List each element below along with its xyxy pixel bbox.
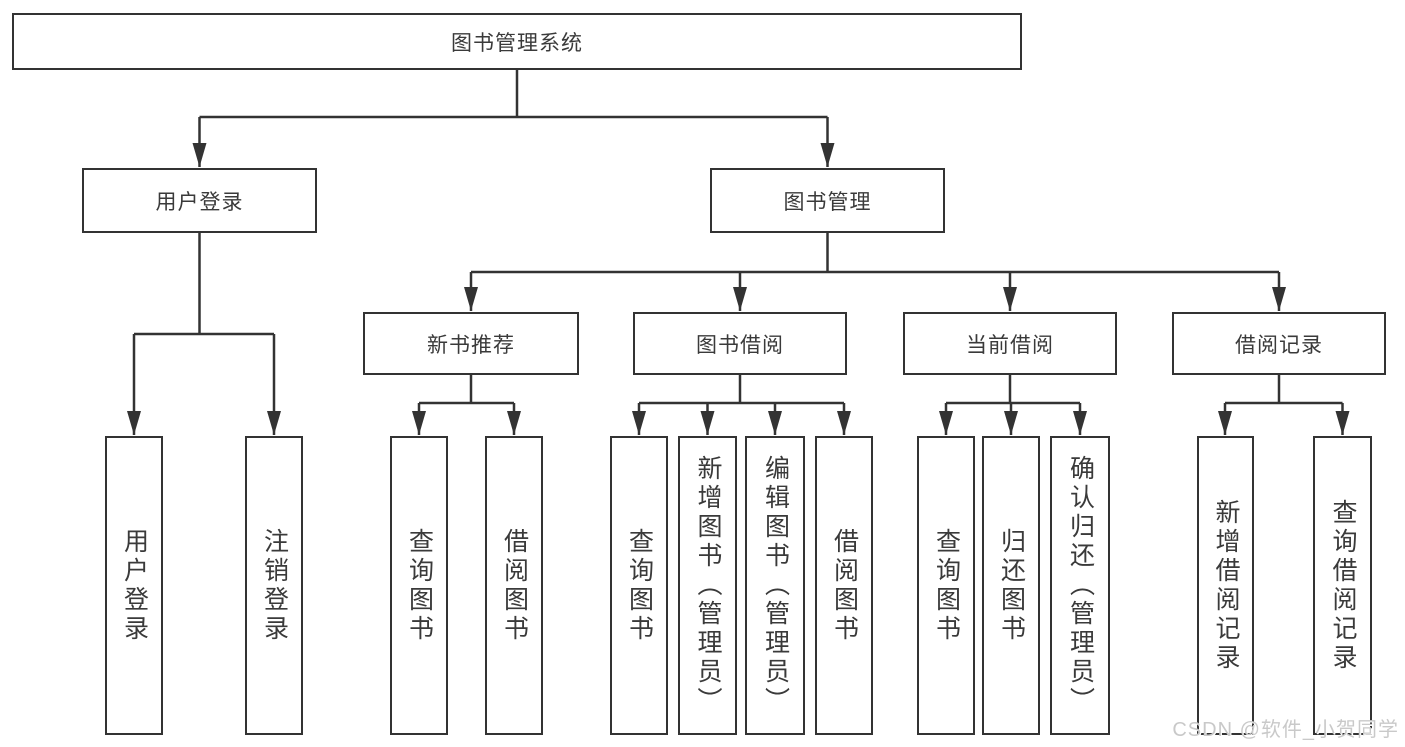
leaf-add-borrow-record: 新增借阅记录 [1197, 436, 1254, 735]
leaf-user-login: 用户登录 [105, 436, 163, 735]
leaf-query-books-recommend: 查询图书 [390, 436, 448, 735]
node-borrow-records: 借阅记录 [1172, 312, 1386, 375]
leaf-return-books: 归还图书 [982, 436, 1040, 735]
leaf-borrow-books-recommend: 借阅图书 [485, 436, 543, 735]
leaf-query-books-borrow: 查询图书 [610, 436, 668, 735]
leaf-query-books-current: 查询图书 [917, 436, 975, 735]
node-new-book-recommend: 新书推荐 [363, 312, 579, 375]
leaf-edit-books-admin: 编辑图书（管理员） [745, 436, 805, 735]
leaf-add-books-admin: 新增图书（管理员） [678, 436, 737, 735]
node-book-borrow: 图书借阅 [633, 312, 847, 375]
leaf-query-borrow-record: 查询借阅记录 [1313, 436, 1372, 735]
node-user-login: 用户登录 [82, 168, 317, 233]
node-book-management: 图书管理 [710, 168, 945, 233]
leaf-borrow-books: 借阅图书 [815, 436, 873, 735]
csdn-watermark: CSDN @软件_小贺同学 [1172, 719, 1399, 741]
connectors [127, 70, 1350, 435]
leaf-logout: 注销登录 [245, 436, 303, 735]
node-current-borrow: 当前借阅 [903, 312, 1117, 375]
leaf-confirm-return-admin: 确认归还（管理员） [1050, 436, 1110, 735]
node-root: 图书管理系统 [12, 13, 1022, 70]
